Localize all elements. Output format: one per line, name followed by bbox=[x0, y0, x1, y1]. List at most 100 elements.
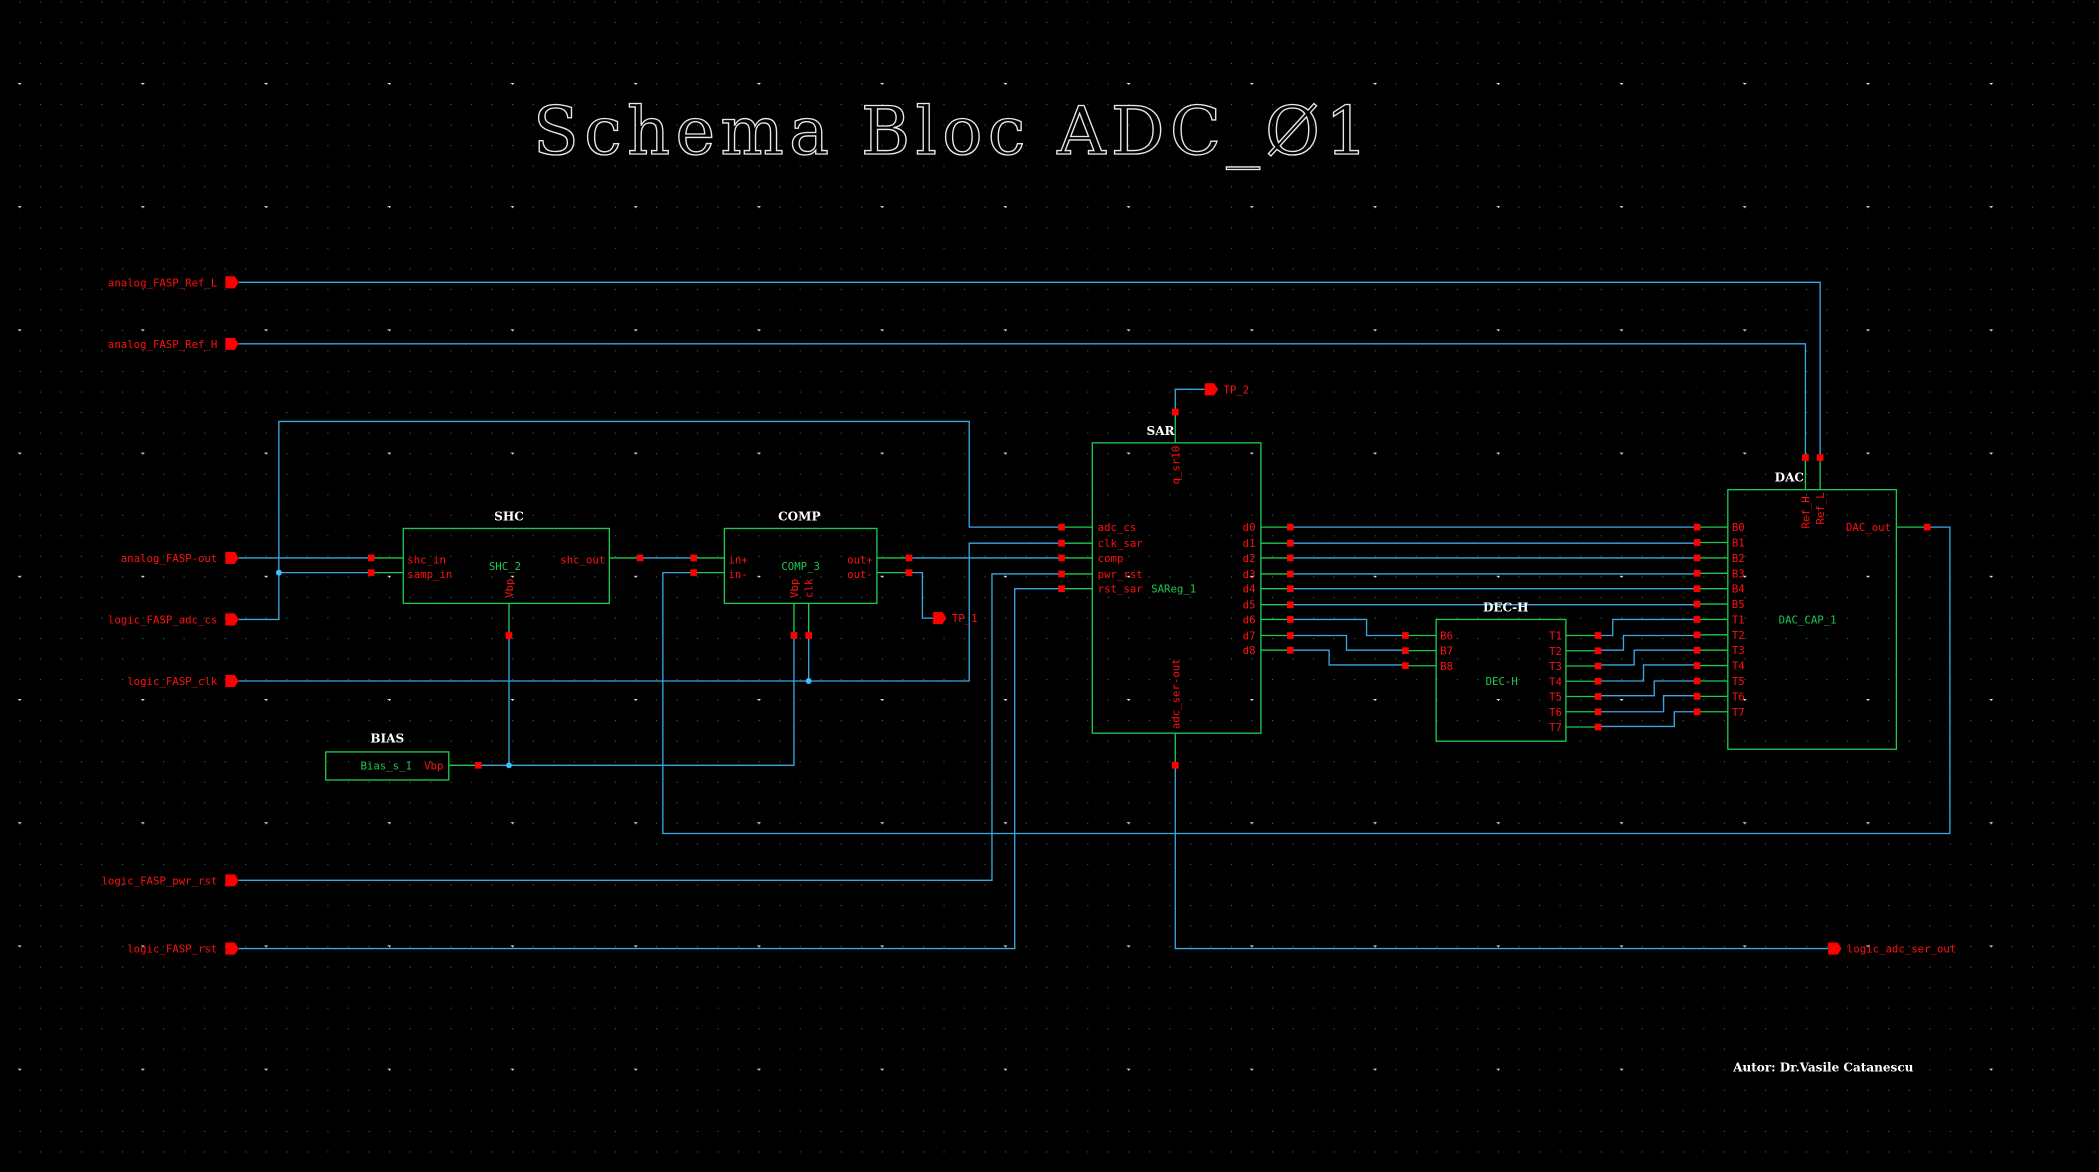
dac-pin-ref-l: Ref_L bbox=[1814, 492, 1827, 524]
pin-connector bbox=[1058, 539, 1065, 547]
pin-connector bbox=[690, 554, 697, 562]
sar-pin-right: d4 bbox=[1243, 583, 1256, 596]
pin-connector bbox=[1693, 693, 1701, 700]
pin-connector bbox=[1693, 569, 1701, 577]
dec-pin-left: B7 bbox=[1440, 645, 1453, 658]
port-pwr-rst-label: logic_FASP_pwr_rst bbox=[101, 874, 217, 887]
shc-pin-samp: samp_in bbox=[407, 568, 452, 581]
comp-title: COMP bbox=[778, 509, 820, 523]
shc-block[interactable] bbox=[402, 527, 611, 605]
pin-connector bbox=[1693, 631, 1701, 639]
dac-pin-left: B4 bbox=[1732, 583, 1745, 596]
pin-connector bbox=[805, 632, 813, 639]
pin-connector bbox=[1402, 632, 1409, 639]
bias-title: BIAS bbox=[370, 732, 404, 746]
port-pwr-rst-pin-icon[interactable] bbox=[225, 874, 239, 887]
pin-connector bbox=[1816, 454, 1824, 461]
dec-block[interactable] bbox=[1435, 618, 1567, 742]
shc-instance: SHC_2 bbox=[489, 560, 521, 573]
pin-connector bbox=[1286, 632, 1294, 639]
pin-connector bbox=[905, 554, 913, 562]
pin-connector bbox=[1693, 708, 1701, 716]
port-ref-l-pin-icon[interactable] bbox=[225, 276, 239, 289]
dac-pin-left: T6 bbox=[1732, 690, 1745, 703]
sar-pin-right: d1 bbox=[1243, 537, 1256, 550]
sar-instance: SAReg_1 bbox=[1151, 583, 1196, 596]
dac-instance: DAC_CAP_1 bbox=[1779, 613, 1837, 626]
sar-pin-left: pwr_rst bbox=[1098, 568, 1143, 581]
pin-connector bbox=[1058, 570, 1065, 578]
pin-connector bbox=[1286, 646, 1294, 654]
sar-pin-bottom: adc_ser-out bbox=[1169, 658, 1182, 729]
comp-pin-outp: out+ bbox=[847, 553, 873, 566]
dac-title: DAC bbox=[1775, 471, 1804, 485]
pin-connector bbox=[367, 569, 375, 576]
sar-pin-right: d6 bbox=[1243, 613, 1256, 626]
pin-connector bbox=[1286, 616, 1294, 623]
wires bbox=[238, 281, 1951, 950]
port-clk-label: logic_FASP_clk bbox=[127, 675, 218, 688]
port-ref-h-pin-icon[interactable] bbox=[225, 337, 239, 350]
dec-pin-right: T7 bbox=[1549, 721, 1562, 734]
pin-connector bbox=[636, 554, 644, 562]
pin-connector bbox=[1693, 662, 1701, 669]
comp-block[interactable] bbox=[723, 527, 878, 605]
port-ser-out-pin-icon[interactable] bbox=[1828, 942, 1842, 955]
pin-connector bbox=[1693, 585, 1701, 593]
dac-pin-left: T2 bbox=[1732, 629, 1745, 642]
port-rst-pin-icon[interactable] bbox=[225, 942, 239, 955]
pin-connector bbox=[1402, 662, 1409, 670]
dec-pin-right: T2 bbox=[1549, 645, 1562, 658]
pin-connector bbox=[690, 569, 697, 576]
pin-connector bbox=[1286, 570, 1294, 578]
sar-pin-left: adc_cs bbox=[1098, 521, 1137, 534]
port-clk-pin-icon[interactable] bbox=[225, 674, 239, 688]
pin-connector bbox=[905, 569, 913, 576]
schematic-title: Schema Bloc ADC_Ø1 bbox=[533, 92, 1373, 170]
sar-pin-top: q_sr10 bbox=[1169, 446, 1182, 485]
sar-pin-right: d2 bbox=[1243, 552, 1256, 565]
pin-connector bbox=[1286, 554, 1294, 562]
dac-pin-left: T3 bbox=[1732, 644, 1745, 657]
shc-title: SHC bbox=[494, 509, 524, 523]
dac-pin-left: T5 bbox=[1732, 675, 1745, 688]
shc-pin-out: shc_out bbox=[560, 553, 605, 566]
pin-connector bbox=[1594, 693, 1602, 700]
pin-connector bbox=[1594, 677, 1602, 685]
sar-pin-right: d5 bbox=[1243, 599, 1256, 612]
port-rst-label: logic_FASP_rst bbox=[127, 943, 217, 956]
dec-pin-right: T3 bbox=[1549, 660, 1562, 673]
port-ref-l-label: analog_FASP_Ref_L bbox=[108, 276, 217, 289]
dac-pin-left: T1 bbox=[1732, 613, 1745, 626]
port-analog-out-pin-icon[interactable] bbox=[225, 551, 239, 564]
comp-pin-outn: out- bbox=[847, 568, 873, 581]
dac-pin-ref-h: Ref_H bbox=[1799, 496, 1812, 528]
comp-pin-inn: in- bbox=[728, 568, 747, 581]
dac-pin-left: B3 bbox=[1732, 567, 1745, 580]
dac-pin-left: T7 bbox=[1732, 706, 1745, 719]
pin-connector bbox=[1693, 677, 1701, 685]
sar-pin-left: rst_sar bbox=[1098, 583, 1144, 596]
pin-connector bbox=[1058, 523, 1065, 531]
dac-pin-left: T4 bbox=[1732, 660, 1745, 673]
pin-connector bbox=[1693, 523, 1701, 531]
dec-title: DEC-H bbox=[1483, 600, 1529, 614]
pin-connector bbox=[505, 632, 513, 639]
pin-connector bbox=[1594, 662, 1602, 670]
port-adc-cs-pin-icon[interactable] bbox=[225, 613, 239, 626]
sar-pin-left: clk_sar bbox=[1098, 537, 1144, 550]
dec-pin-left: B6 bbox=[1440, 630, 1453, 643]
port-tp2-pin-icon[interactable] bbox=[1204, 383, 1219, 396]
port-ref-h-label: analog_FASP_Ref_H bbox=[108, 338, 217, 351]
port-tp1-pin-icon[interactable] bbox=[933, 612, 947, 625]
sar-pin-left: comp bbox=[1098, 552, 1124, 565]
sar-pin-right: d0 bbox=[1243, 521, 1256, 534]
dac-pin-left: B2 bbox=[1732, 552, 1745, 565]
sar-title: SAR bbox=[1147, 424, 1176, 438]
pin-connector bbox=[1693, 539, 1701, 546]
shc-pin-in: shc_in bbox=[407, 553, 446, 566]
dec-pin-left: B8 bbox=[1440, 660, 1453, 673]
pin-connector bbox=[1286, 539, 1294, 547]
